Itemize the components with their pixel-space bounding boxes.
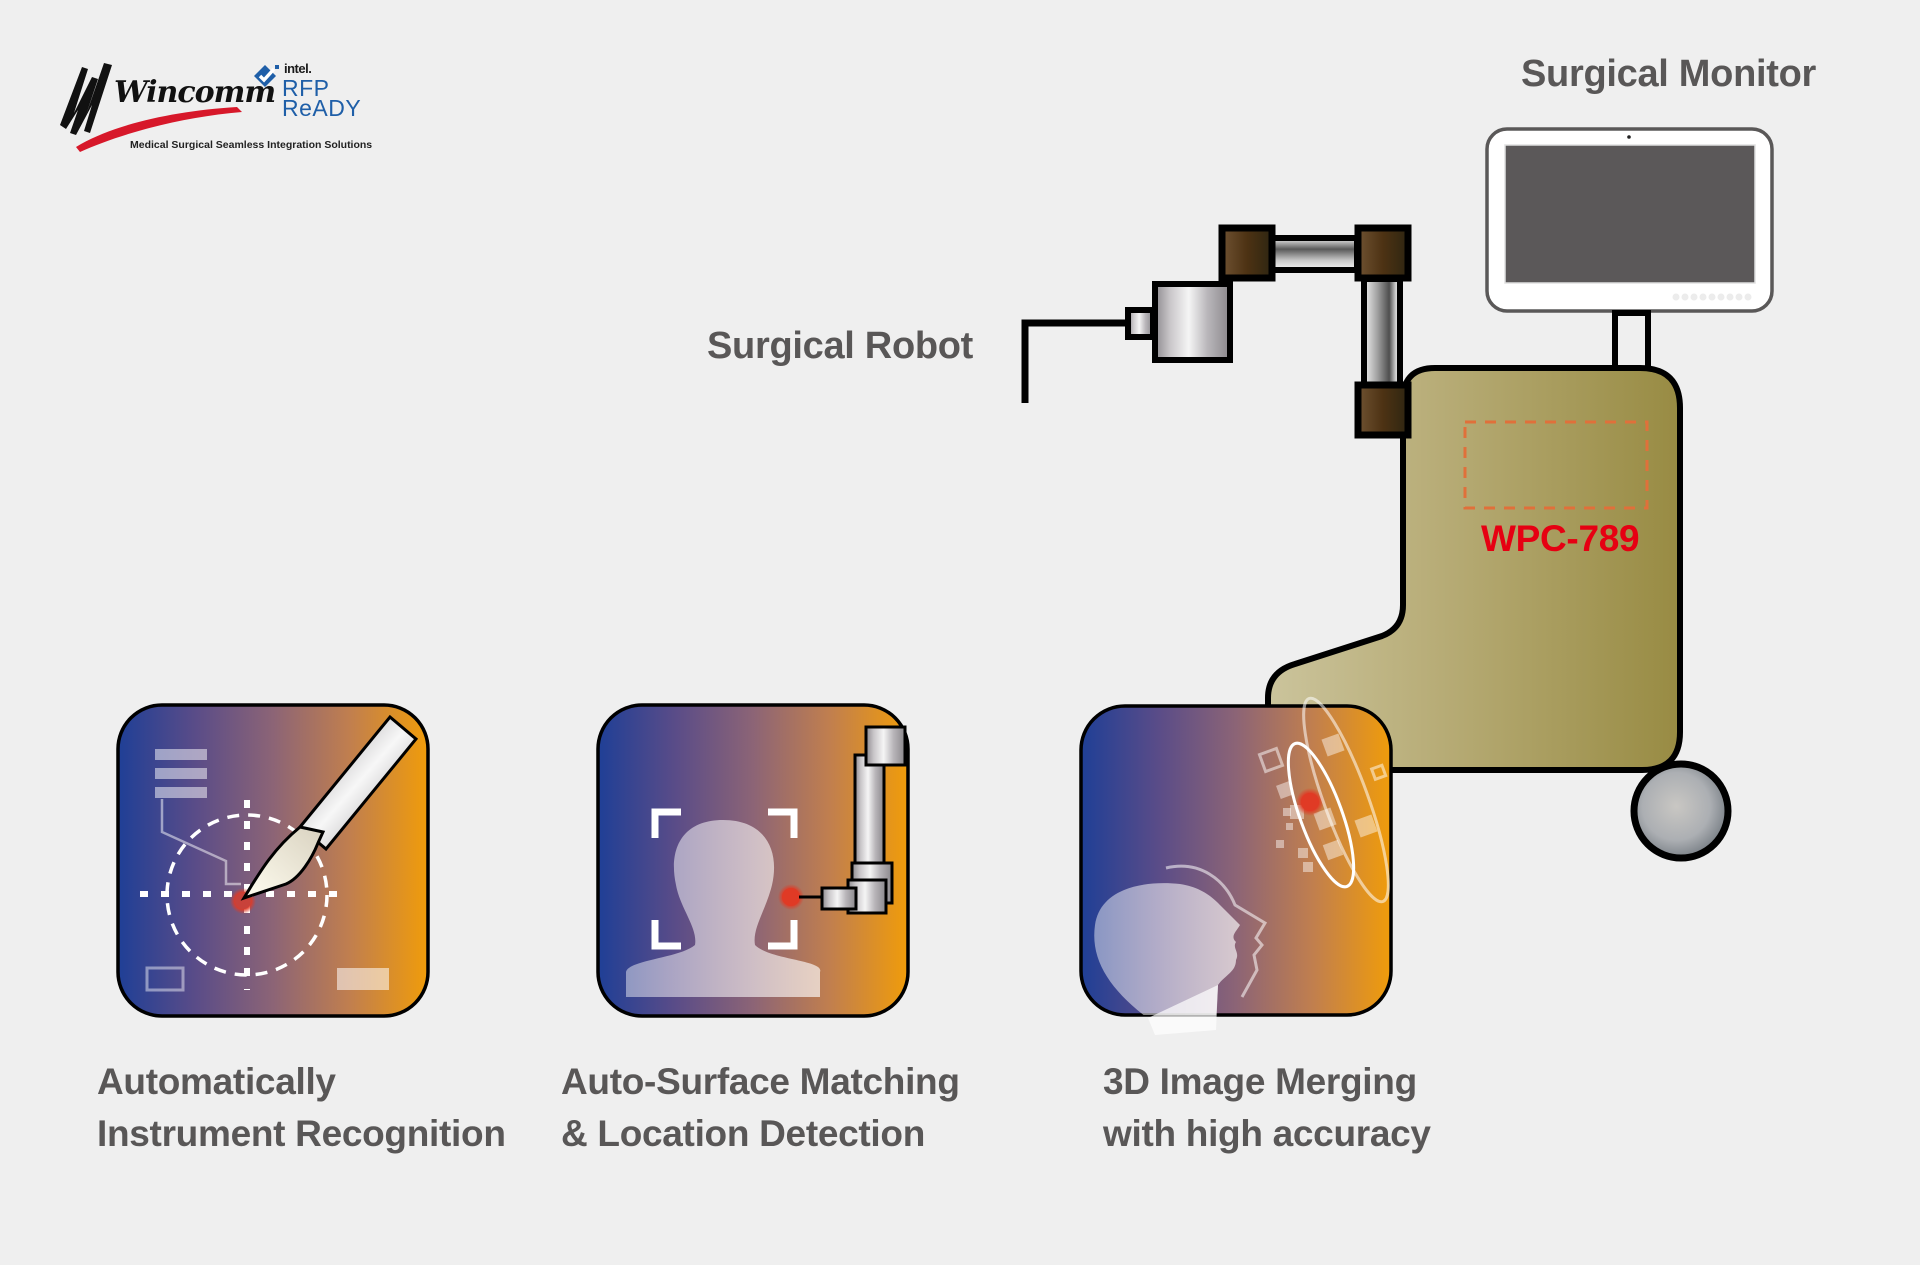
feature-caption-3d-merging: 3D Image Merging with high accuracy (1103, 1056, 1431, 1160)
caption-line: 3D Image Merging (1103, 1061, 1417, 1102)
surgical-robot-arm (1021, 224, 1412, 439)
surgical-monitor-label: Surgical Monitor (1521, 53, 1816, 95)
caption-line: Instrument Recognition (97, 1113, 506, 1154)
computer-model-label: WPC-789 (1481, 518, 1640, 559)
intel-check-icon (254, 65, 279, 87)
3d-image-merging-icon (1079, 696, 1393, 1035)
surface-matching-icon (596, 703, 910, 1018)
robot-tool-connector (1125, 307, 1156, 340)
robot-joint (1218, 224, 1276, 282)
head-silhouette (626, 820, 821, 997)
robot-joint (1354, 381, 1412, 439)
face-frame-brackets (651, 808, 798, 950)
monitor-screen (1504, 144, 1756, 284)
monitor-button-row (1672, 293, 1752, 301)
robot-wrist (1152, 281, 1233, 363)
tagline: Medical Surgical Seamless Integration So… (130, 139, 373, 151)
wincomm-logo-icon (60, 63, 242, 152)
instrument-recognition-icon (116, 703, 430, 1018)
caption-line: with high accuracy (1103, 1113, 1431, 1154)
surgical-robot-label: Surgical Robot (707, 325, 974, 367)
caption-line: & Location Detection (561, 1113, 926, 1154)
computer-placeholder-box (1463, 420, 1649, 510)
ready-text: ReADY (282, 95, 362, 121)
monitor-camera-icon (1627, 135, 1631, 139)
feature-caption-instrument-recognition: Automatically Instrument Recognition (97, 1056, 506, 1160)
caption-line: Automatically (97, 1061, 336, 1102)
brand-logo: Wincomm intel. RFP ReADY Medical Surgica… (52, 55, 382, 155)
logo-wordmark-text: Wincomm (114, 75, 276, 110)
feature-caption-surface-matching: Auto-Surface Matching & Location Detecti… (561, 1056, 960, 1160)
caption-line: Auto-Surface Matching (561, 1061, 960, 1102)
surgical-monitor (1485, 127, 1774, 372)
intel-wordmark: intel. (284, 61, 312, 76)
robot-joint (1354, 224, 1412, 282)
rfp-text: RFP (282, 75, 330, 101)
cart-wheel (1630, 760, 1732, 862)
